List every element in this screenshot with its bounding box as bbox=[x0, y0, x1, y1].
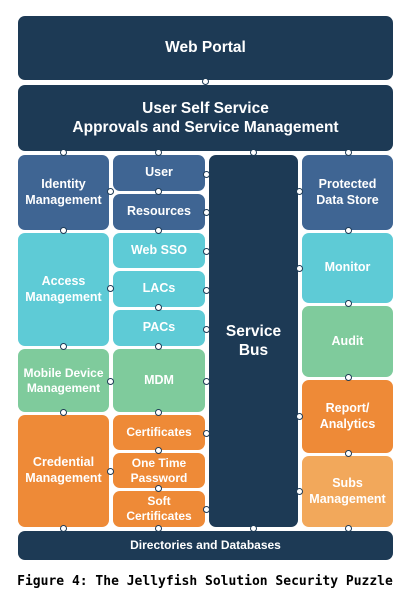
resources-block: Resources bbox=[113, 194, 205, 230]
connector-dot bbox=[155, 447, 162, 454]
one-time-password-block: One Time Password bbox=[113, 453, 205, 488]
connector-dot bbox=[60, 525, 67, 532]
connector-dot bbox=[60, 409, 67, 416]
directories-and-databases-block: Directories and Databases bbox=[18, 531, 393, 560]
web-portal-label: Web Portal bbox=[165, 39, 246, 57]
monitor-block: Monitor bbox=[302, 233, 393, 303]
monitor-label: Monitor bbox=[324, 260, 371, 275]
pacs-block: PACs bbox=[113, 310, 205, 346]
connector-dot bbox=[107, 285, 114, 292]
identity-management-label-2: Management bbox=[25, 192, 102, 207]
mdm-label: MDM bbox=[144, 372, 174, 387]
soft-certificates-label-1: Soft bbox=[147, 494, 171, 508]
web-sso-label: Web SSO bbox=[130, 242, 188, 257]
user-label: User bbox=[145, 165, 173, 180]
connector-dot bbox=[345, 227, 352, 234]
access-management-label-2: Management bbox=[25, 289, 102, 304]
connector-dot bbox=[345, 525, 352, 532]
connector-dot bbox=[345, 374, 352, 381]
connector-dot bbox=[296, 265, 303, 272]
lacs-block: LACs bbox=[113, 271, 205, 307]
resources-label: Resources bbox=[127, 204, 191, 219]
access-management-block: Access Management bbox=[18, 233, 109, 346]
connector-dot bbox=[60, 149, 67, 156]
service-bus-label-2: Bus bbox=[238, 342, 269, 359]
connector-dot bbox=[107, 188, 114, 195]
connector-dot bbox=[203, 248, 210, 255]
connector-dot bbox=[345, 450, 352, 457]
connector-dot bbox=[203, 287, 210, 294]
report-analytics-label-1: Report/ bbox=[325, 400, 370, 415]
connector-dot bbox=[155, 525, 162, 532]
lacs-label: LACs bbox=[142, 281, 176, 296]
connector-dot bbox=[107, 378, 114, 385]
web-sso-block: Web SSO bbox=[113, 233, 205, 268]
connector-dot bbox=[107, 468, 114, 475]
connector-dot bbox=[155, 343, 162, 350]
connector-dot bbox=[345, 149, 352, 156]
protected-data-store-label-2: Data Store bbox=[316, 192, 379, 207]
connector-dot bbox=[203, 171, 210, 178]
connector-dot bbox=[155, 227, 162, 234]
report-analytics-label-2: Analytics bbox=[319, 416, 376, 431]
directories-and-databases-label: Directories and Databases bbox=[130, 538, 281, 552]
connector-dot bbox=[155, 149, 162, 156]
user-self-service-label: User Self Service bbox=[142, 99, 269, 117]
soft-certificates-label-2: Certificates bbox=[126, 509, 192, 523]
approvals-service-management-label: Approvals and Service Management bbox=[72, 119, 339, 136]
connector-dot bbox=[250, 525, 257, 532]
connector-dot bbox=[345, 300, 352, 307]
certificates-label: Certificates bbox=[126, 425, 192, 439]
service-bus-label-1: Service bbox=[225, 322, 282, 340]
connector-dot bbox=[203, 430, 210, 437]
figure-caption: Figure 4: The Jellyfish Solution Securit… bbox=[17, 574, 393, 589]
credential-management-block: Credential Management bbox=[18, 415, 109, 527]
connector-dot bbox=[202, 78, 209, 85]
connector-dot bbox=[155, 188, 162, 195]
user-block: User bbox=[113, 155, 205, 191]
audit-block: Audit bbox=[302, 306, 393, 377]
soft-certificates-block: Soft Certificates bbox=[113, 491, 205, 527]
service-bus-block: Service Bus bbox=[209, 155, 298, 527]
credential-management-label-2: Management bbox=[25, 471, 102, 485]
identity-management-block: Identity Management bbox=[18, 155, 109, 230]
protected-data-store-label-1: Protected bbox=[318, 176, 377, 191]
connector-dot bbox=[60, 343, 67, 350]
audit-label: Audit bbox=[331, 333, 364, 348]
connector-dot bbox=[203, 378, 210, 385]
protected-data-store-block: Protected Data Store bbox=[302, 155, 393, 230]
mobile-device-label-1: Mobile Device bbox=[23, 365, 104, 380]
connector-dot bbox=[296, 413, 303, 420]
connector-dot bbox=[296, 188, 303, 195]
one-time-password-label-2: Password bbox=[130, 470, 188, 485]
connector-dot bbox=[60, 227, 67, 234]
subs-management-block: Subs Management bbox=[302, 456, 393, 527]
connector-dot bbox=[203, 506, 210, 513]
pacs-label: PACs bbox=[142, 320, 176, 335]
credential-management-label-1: Credential bbox=[32, 455, 95, 470]
one-time-password-label-1: One Time bbox=[131, 455, 187, 470]
connector-dot bbox=[203, 326, 210, 333]
mobile-device-management-block: Mobile Device Management bbox=[18, 349, 109, 412]
mdm-block: MDM bbox=[113, 349, 205, 412]
mobile-device-label-2: Management bbox=[26, 380, 101, 395]
connector-dot bbox=[155, 409, 162, 416]
access-management-label-1: Access bbox=[41, 273, 86, 288]
identity-management-label-1: Identity bbox=[41, 176, 86, 191]
connector-dot bbox=[203, 209, 210, 216]
subs-management-label-1: Subs bbox=[332, 475, 363, 490]
connector-dot bbox=[250, 149, 257, 156]
report-analytics-block: Report/ Analytics bbox=[302, 380, 393, 453]
connector-dot bbox=[155, 485, 162, 492]
connector-dot bbox=[296, 488, 303, 495]
certificates-block: Certificates bbox=[113, 415, 205, 450]
user-self-service-block: User Self Service Approvals and Service … bbox=[18, 85, 393, 151]
subs-management-label-2: Management bbox=[309, 491, 386, 506]
web-portal-block: Web Portal bbox=[18, 16, 393, 80]
connector-dot bbox=[155, 304, 162, 311]
